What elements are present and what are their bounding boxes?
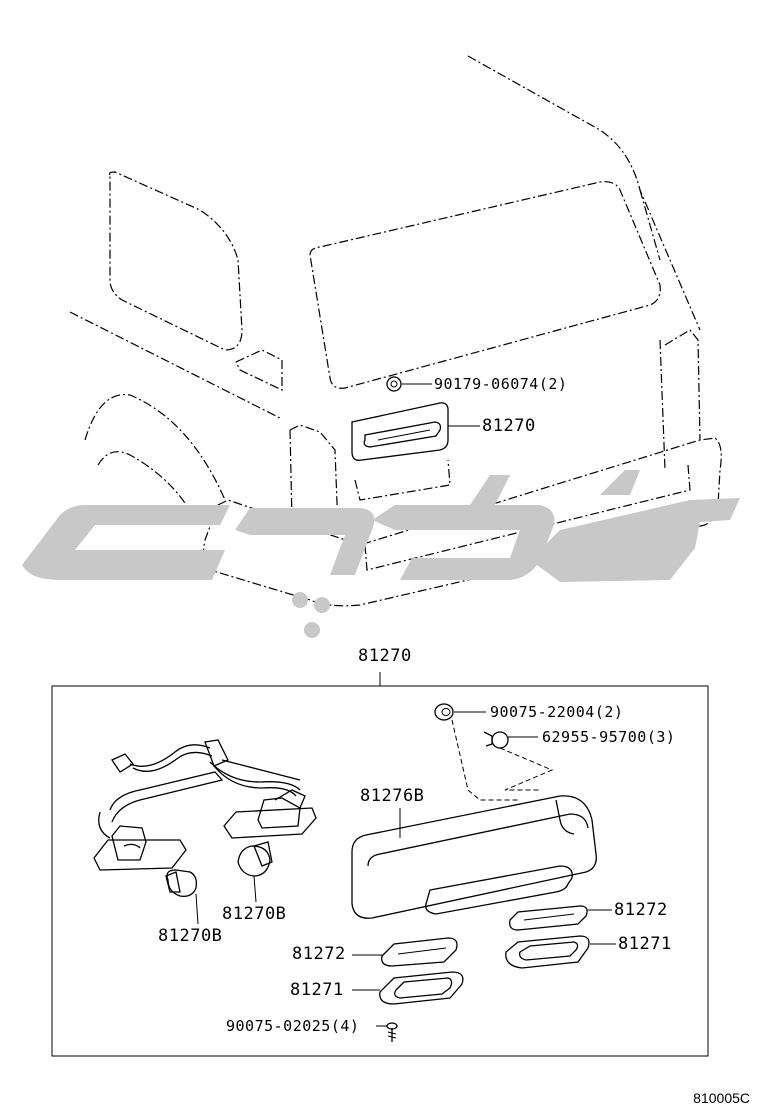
bulb-icon <box>165 869 199 925</box>
callout-81271-right: 81271 <box>618 934 672 954</box>
callout-81270-assembly: 81270 <box>358 646 412 666</box>
socket-harness <box>93 739 317 871</box>
callout-90075-02025: 90075-02025(4) <box>226 1017 360 1035</box>
callout-62955-95700: 62955-95700(3) <box>542 728 676 746</box>
rear-lamp-top <box>351 402 449 461</box>
install-guide <box>499 747 554 791</box>
vehicle-outline <box>69 55 722 607</box>
callout-81272-right: 81272 <box>614 900 668 920</box>
grommet-icon <box>434 703 454 721</box>
callout-90075-22004: 90075-22004(2) <box>490 703 624 721</box>
bulb-icon <box>237 841 273 903</box>
install-guide <box>451 719 520 801</box>
pad-right <box>509 905 588 931</box>
nut-icon <box>386 376 402 392</box>
pad-left <box>381 937 458 967</box>
callout-81272-left: 81272 <box>292 944 346 964</box>
callout-81271-left: 81271 <box>290 980 344 1000</box>
diagram-code: 810005C <box>693 1090 750 1106</box>
callout-81270b-right: 81270B <box>222 904 287 924</box>
lens-housing <box>351 795 597 919</box>
watermark-logo <box>22 470 740 638</box>
callout-81270b-left: 81270B <box>158 926 223 946</box>
gasket-right <box>505 935 590 969</box>
gasket-left <box>379 971 464 1005</box>
callout-81270-top: 81270 <box>482 416 536 436</box>
screw-icon <box>386 1022 398 1042</box>
clip-icon <box>483 731 509 749</box>
callout-90179-06074: 90179-06074(2) <box>434 375 568 393</box>
callout-81276b: 81276B <box>360 786 425 806</box>
